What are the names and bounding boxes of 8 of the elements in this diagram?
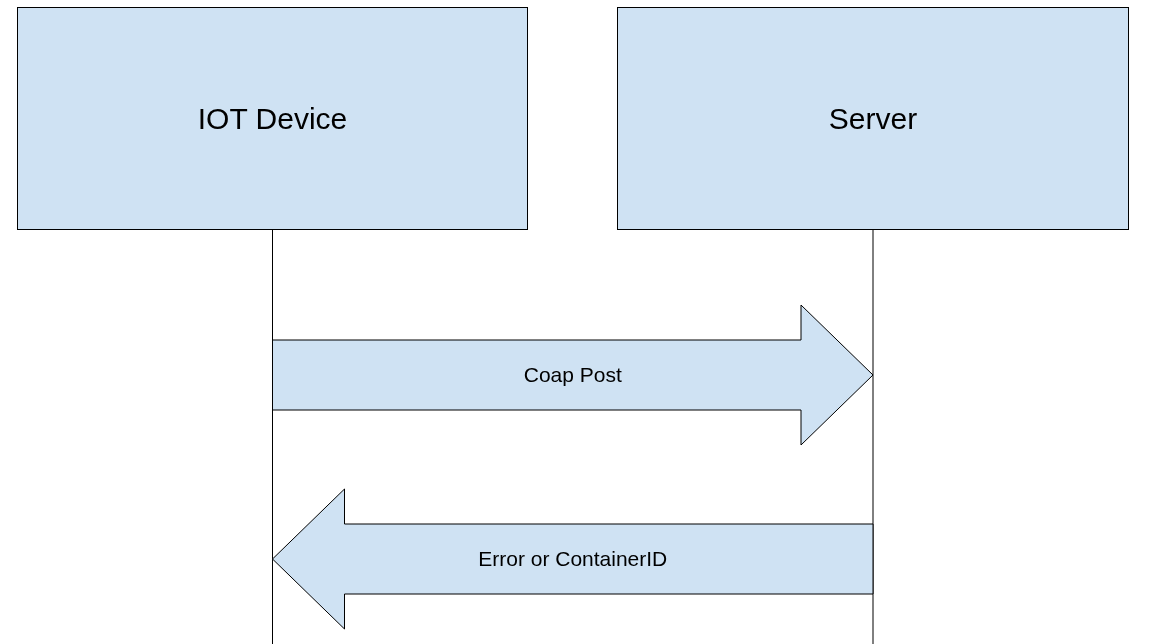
- participant-name: IOT Device: [197, 101, 348, 136]
- participant-name: Server: [828, 101, 918, 136]
- message-label: Coap Post: [523, 363, 622, 387]
- block-arrow: [272, 304, 874, 446]
- message-label: Error or ContainerID: [478, 547, 668, 571]
- block-arrow: [272, 488, 874, 630]
- participant-box: [617, 7, 1129, 230]
- participant-box: [17, 7, 528, 230]
